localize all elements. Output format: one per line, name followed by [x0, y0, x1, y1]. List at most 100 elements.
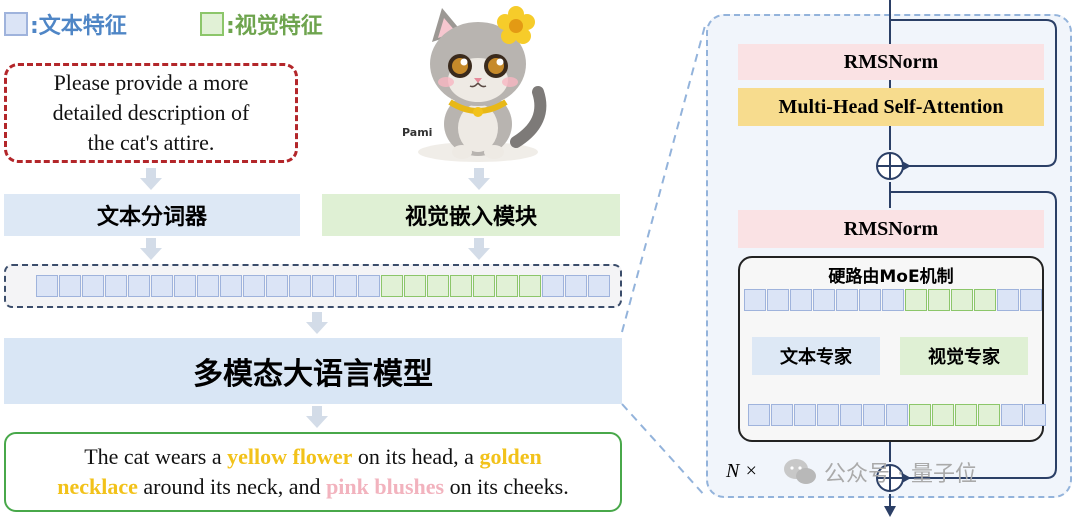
legend-text-feature: :文本特征	[4, 8, 127, 40]
moe-title: 硬路由MoE机制	[828, 267, 954, 287]
output-text-4: on its cheeks.	[444, 474, 569, 499]
visual-expert-box: 视觉专家	[900, 337, 1028, 375]
text-token	[174, 275, 196, 297]
text-token	[243, 275, 265, 297]
attention-label: Multi-Head Self-Attention	[778, 95, 1004, 118]
visual-token	[909, 404, 931, 426]
text-token	[335, 275, 357, 297]
text-token	[565, 275, 587, 297]
text-token	[128, 275, 150, 297]
legend-visual-label: :视觉特征	[226, 14, 323, 39]
text-token	[588, 275, 610, 297]
text-token	[817, 404, 839, 426]
output-text-3: around its neck, and	[137, 474, 327, 499]
token-row-moe-out	[748, 404, 1047, 426]
visual-token	[404, 275, 426, 297]
cat-image: Pami	[398, 2, 558, 166]
arrow-tokens-to-mllm	[306, 312, 328, 334]
mllm-box: 多模态大语言模型	[4, 338, 622, 404]
text-token	[59, 275, 81, 297]
token-row-moe-in	[744, 289, 1043, 311]
text-token	[813, 289, 835, 311]
text-token	[840, 404, 862, 426]
legend-text-label: :文本特征	[30, 14, 127, 39]
rmsnorm-2: RMSNorm	[738, 210, 1044, 248]
visual-embedding-label: 视觉嵌入模块	[404, 205, 537, 230]
text-token	[794, 404, 816, 426]
watermark: 公众号 · 量子位	[782, 456, 977, 488]
token-row-main	[36, 275, 611, 297]
text-token	[771, 404, 793, 426]
text-token	[882, 289, 904, 311]
visual-token	[951, 289, 973, 311]
text-token	[1024, 404, 1046, 426]
prompt-line-2: detailed description of	[52, 100, 250, 125]
text-token	[151, 275, 173, 297]
output-highlight-blush: pink blushes	[326, 474, 445, 499]
visual-token	[974, 289, 996, 311]
visual-token	[928, 289, 950, 311]
model-output: The cat wears a yellow flower on its hea…	[4, 432, 622, 512]
rmsnorm-1: RMSNorm	[738, 44, 1044, 80]
text-token	[312, 275, 334, 297]
moe-input-tokens	[744, 289, 1043, 311]
text-token	[886, 404, 908, 426]
text-token	[358, 275, 380, 297]
output-arrowhead	[884, 506, 896, 517]
text-token	[744, 289, 766, 311]
visual-token	[932, 404, 954, 426]
visual-token	[519, 275, 541, 297]
text-token	[197, 275, 219, 297]
text-token	[767, 289, 789, 311]
visual-token	[450, 275, 472, 297]
visual-token	[473, 275, 495, 297]
visual-token	[955, 404, 977, 426]
prompt-line-3: the cat's attire.	[87, 130, 215, 155]
text-token	[748, 404, 770, 426]
moe-output-tokens	[748, 404, 1047, 426]
visual-token	[496, 275, 518, 297]
text-token	[542, 275, 564, 297]
visual-embedding-box: 视觉嵌入模块	[322, 194, 620, 236]
visual-feature-swatch	[200, 12, 224, 36]
watermark-text: 公众号 · 量子位	[824, 462, 977, 487]
token-sequence	[4, 264, 622, 308]
text-token	[82, 275, 104, 297]
arrow-embed-to-tokens	[468, 238, 490, 260]
arrow-prompt-to-tokenizer	[140, 168, 162, 190]
left-connectors	[140, 168, 490, 428]
output-highlight-flower: yellow flower	[227, 444, 353, 469]
output-highlight-golden: golden	[479, 444, 542, 469]
text-expert-label: 文本专家	[780, 347, 852, 368]
image-caption: Pami	[402, 126, 433, 139]
output-text-2: on its head, a	[352, 444, 480, 469]
text-feature-swatch	[4, 12, 28, 36]
wechat-icon	[784, 459, 816, 484]
text-token	[790, 289, 812, 311]
text-token	[997, 289, 1019, 311]
visual-expert-label: 视觉专家	[928, 347, 1000, 368]
output-highlight-necklace: necklace	[57, 474, 138, 499]
arrow-image-to-embed	[468, 168, 490, 190]
text-token	[1020, 289, 1042, 311]
text-token	[289, 275, 311, 297]
visual-token	[381, 275, 403, 297]
cat-illustration	[418, 6, 547, 162]
visual-token	[905, 289, 927, 311]
repeat-n-label: N ×	[726, 460, 758, 482]
text-token	[1001, 404, 1023, 426]
text-token	[220, 275, 242, 297]
text-token	[836, 289, 858, 311]
rmsnorm-2-label: RMSNorm	[843, 217, 939, 240]
rmsnorm-1-label: RMSNorm	[843, 50, 939, 73]
text-token	[863, 404, 885, 426]
text-tokenizer-box: 文本分词器	[4, 194, 300, 236]
visual-token	[427, 275, 449, 297]
visual-token	[978, 404, 1000, 426]
legend-visual-feature: :视觉特征	[200, 8, 323, 40]
arrow-tokenizer-to-tokens	[140, 238, 162, 260]
output-text-1: The cat wears a	[84, 444, 228, 469]
residual-arrowhead-1	[902, 161, 911, 171]
multi-head-attention: Multi-Head Self-Attention	[738, 88, 1044, 126]
